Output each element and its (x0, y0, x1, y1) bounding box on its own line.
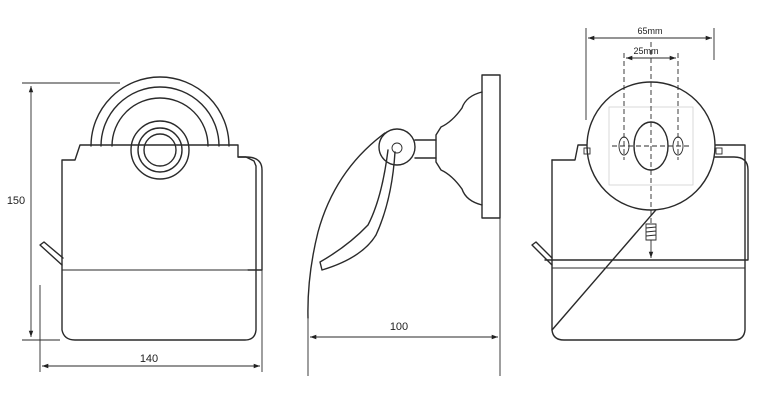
hole-spacing-label: 65mm (637, 26, 662, 36)
wall-plate-middle-ring (100, 86, 220, 147)
grub-screw (645, 223, 657, 241)
wall-plate-inner-ring (111, 97, 209, 147)
depth-dim-label: 100 (390, 321, 408, 333)
hub-middle (137, 127, 183, 173)
paper-tail (39, 241, 64, 266)
wall-plate-outer-ring (90, 76, 230, 147)
side-hub (378, 128, 416, 166)
roll-arm (237, 156, 263, 271)
side-cover-outer (307, 132, 386, 319)
mounting-view: 65mm 25mm (531, 26, 749, 341)
right-detail (715, 147, 723, 155)
back-paper-tail (531, 241, 553, 266)
left-detail (583, 147, 591, 155)
front-view: 150 140 (4, 76, 263, 372)
side-bracket (435, 91, 483, 206)
slot-spacing-label: 25mm (633, 46, 658, 56)
side-view: 100 (307, 74, 501, 376)
side-hub-pin (391, 142, 403, 154)
width-dim-label: 140 (140, 353, 158, 365)
hub-inner (143, 133, 177, 167)
side-arm-connector (414, 139, 437, 159)
height-dim-label: 150 (7, 195, 25, 207)
side-wall-plate (481, 74, 501, 219)
hub-outer (130, 120, 190, 180)
back-arm (544, 156, 749, 261)
side-cover-inner (319, 149, 396, 271)
cover-lid (61, 144, 257, 341)
back-cover-outline (551, 144, 746, 341)
